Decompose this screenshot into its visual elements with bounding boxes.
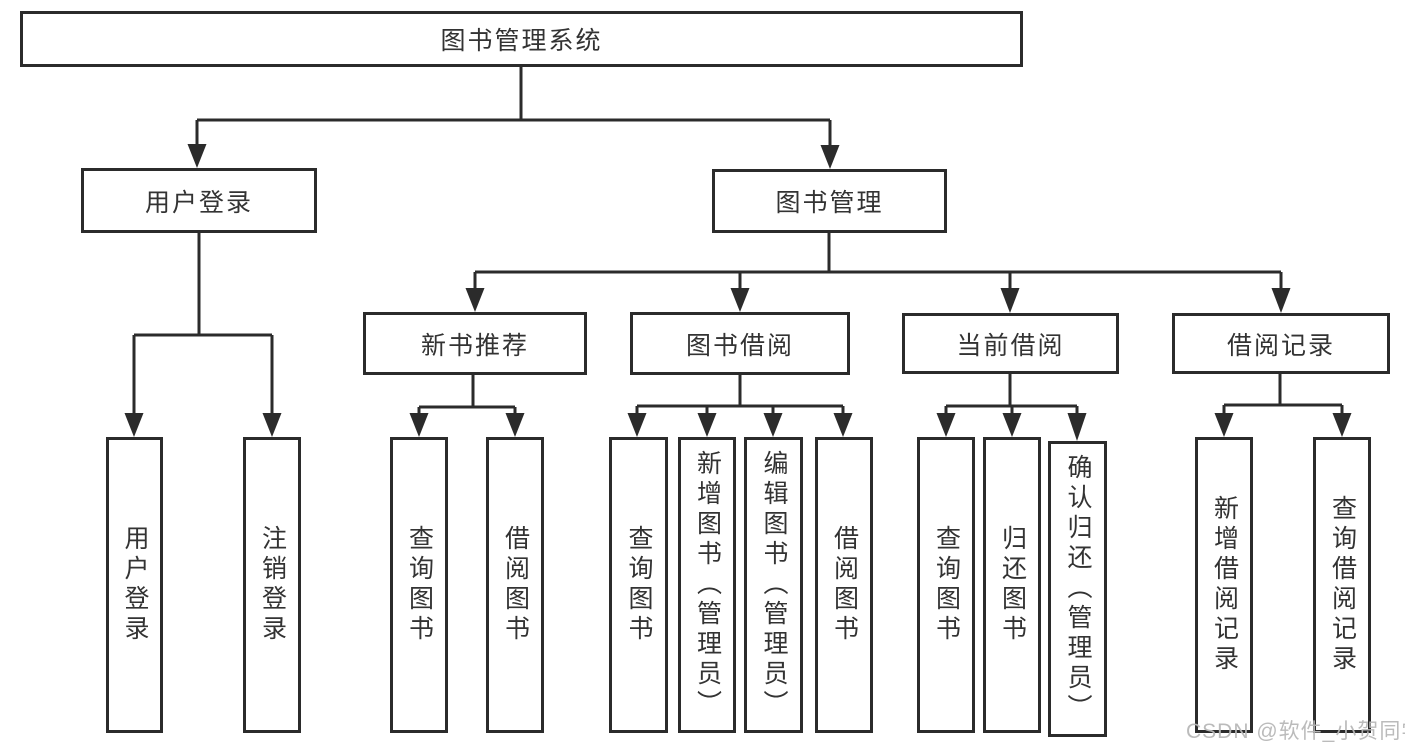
node-library-management-system-label: 图书管理系统 — [440, 27, 603, 55]
leaf-current-query-books: 查询图书 — [917, 437, 975, 733]
arrowhead — [1332, 413, 1352, 437]
leaf-borrowing-borrow-books-label: 借阅图书 — [830, 525, 859, 645]
arrowhead — [763, 413, 783, 437]
leaf-user-login: 用户登录 — [106, 437, 163, 733]
connector-user-login-branch — [124, 233, 282, 437]
leaf-logout-login-label: 注销登录 — [258, 525, 287, 645]
arrowhead — [1271, 288, 1291, 313]
arrowhead — [1214, 413, 1234, 437]
leaf-current-confirm-return-admin-label: 确认归还（管理员） — [1064, 454, 1092, 724]
arrowhead — [833, 413, 853, 437]
leaf-current-confirm-return-admin: 确认归还（管理员） — [1048, 441, 1107, 737]
leaf-current-return-books-label: 归还图书 — [998, 525, 1027, 645]
connector-new-book-recommend-branch — [409, 375, 525, 437]
arrowhead — [1002, 413, 1022, 437]
leaf-user-login-label: 用户登录 — [121, 525, 149, 645]
node-borrow-records-label: 借阅记录 — [1226, 331, 1335, 360]
arrowhead — [124, 413, 144, 437]
leaf-newrec-borrow-books: 借阅图书 — [486, 437, 544, 733]
arrowhead — [820, 145, 840, 169]
arrowhead — [465, 288, 485, 312]
node-current-borrowing-label: 当前借阅 — [956, 331, 1065, 360]
leaf-borrowing-borrow-books: 借阅图书 — [815, 437, 873, 733]
connector-root-to-level2 — [187, 67, 840, 169]
leaf-current-return-books: 归还图书 — [983, 437, 1041, 733]
node-user-login-label: 用户登录 — [144, 188, 253, 217]
connector-current-borrowing-branch — [936, 374, 1087, 441]
node-borrow-records: 借阅记录 — [1172, 313, 1390, 374]
leaf-borrowing-query-books-label: 查询图书 — [625, 525, 653, 645]
leaf-records-query-borrow-record: 查询借阅记录 — [1313, 437, 1371, 733]
node-book-management: 图书管理 — [712, 169, 947, 233]
connector-book-borrowing-branch — [627, 375, 853, 437]
node-book-management-label: 图书管理 — [775, 189, 884, 217]
leaf-newrec-query-books: 查询图书 — [390, 437, 448, 733]
leaf-newrec-query-books-label: 查询图书 — [405, 525, 434, 645]
leaf-current-query-books-label: 查询图书 — [932, 525, 961, 645]
leaf-newrec-borrow-books-label: 借阅图书 — [501, 525, 530, 645]
arrowhead — [409, 413, 429, 437]
connector-borrow-records-branch — [1214, 374, 1352, 437]
arrowhead — [1067, 413, 1087, 441]
leaf-borrowing-edit-books-admin: 编辑图书（管理员） — [744, 437, 803, 733]
arrowhead — [262, 413, 282, 437]
leaf-borrowing-edit-books-admin-label: 编辑图书（管理员） — [760, 450, 788, 720]
node-book-borrowing-label: 图书借阅 — [685, 331, 794, 360]
arrowhead — [697, 413, 717, 437]
arrowhead — [730, 288, 750, 312]
leaf-records-add-borrow-record-label: 新增借阅记录 — [1210, 495, 1239, 675]
csdn-watermark: CSDN @软件_小贺同学 — [1186, 720, 1405, 743]
node-book-borrowing: 图书借阅 — [630, 312, 850, 375]
leaf-borrowing-add-books-admin: 新增图书（管理员） — [678, 437, 736, 733]
leaf-logout-login: 注销登录 — [243, 437, 301, 733]
arrowhead — [505, 413, 525, 437]
node-current-borrowing: 当前借阅 — [902, 313, 1119, 374]
connector-book-management-branch — [465, 233, 1291, 313]
arrowhead — [627, 413, 647, 437]
arrowhead — [187, 144, 207, 168]
node-library-management-system: 图书管理系统 — [20, 11, 1023, 67]
arrowhead — [1000, 288, 1020, 313]
node-user-login: 用户登录 — [81, 168, 317, 233]
leaf-borrowing-query-books: 查询图书 — [609, 437, 668, 733]
arrowhead — [936, 413, 956, 437]
node-new-book-recommend: 新书推荐 — [363, 312, 587, 375]
node-new-book-recommend-label: 新书推荐 — [420, 331, 529, 360]
leaf-records-query-borrow-record-label: 查询借阅记录 — [1328, 495, 1357, 675]
leaf-records-add-borrow-record: 新增借阅记录 — [1195, 437, 1253, 733]
leaf-borrowing-add-books-admin-label: 新增图书（管理员） — [693, 450, 722, 720]
